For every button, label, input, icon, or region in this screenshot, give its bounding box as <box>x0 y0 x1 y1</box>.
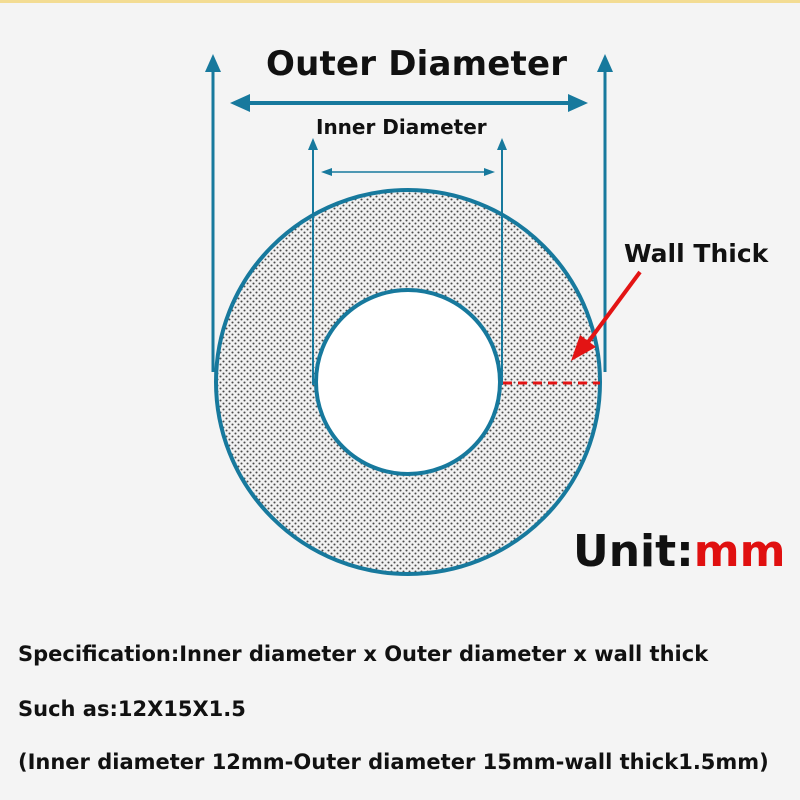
inner-circle <box>314 288 502 476</box>
inner-right-arrowhead <box>497 138 507 150</box>
unit-label: Unit:mm <box>573 526 785 577</box>
outer-diameter-label: Outer Diameter <box>266 44 568 84</box>
outer-right-arrowhead <box>597 54 613 72</box>
outer-left-arrowhead <box>205 54 221 72</box>
wall-thick-pointer-line <box>584 270 642 347</box>
inner-left-arrowhead <box>308 138 318 150</box>
wall-thick-label: Wall Thick <box>624 239 769 268</box>
example-line: Such as:12X15X1.5 <box>18 697 246 721</box>
wall-thick-pointer-arrowhead <box>571 335 596 361</box>
outer-dimension-right-arrowhead <box>568 94 588 112</box>
unit-prefix: Unit: <box>573 526 694 577</box>
example-explanation-line: (Inner diameter 12mm-Outer diameter 15mm… <box>18 750 769 774</box>
specification-line: Specification:Inner diameter x Outer dia… <box>18 642 709 666</box>
outer-dimension-left-arrowhead <box>230 94 250 112</box>
inner-dimension-left-arrowhead <box>321 168 332 176</box>
top-strip <box>0 0 800 3</box>
inner-dimension-right-arrowhead <box>484 168 495 176</box>
unit-value: mm <box>693 526 786 577</box>
inner-diameter-label: Inner Diameter <box>316 115 487 139</box>
